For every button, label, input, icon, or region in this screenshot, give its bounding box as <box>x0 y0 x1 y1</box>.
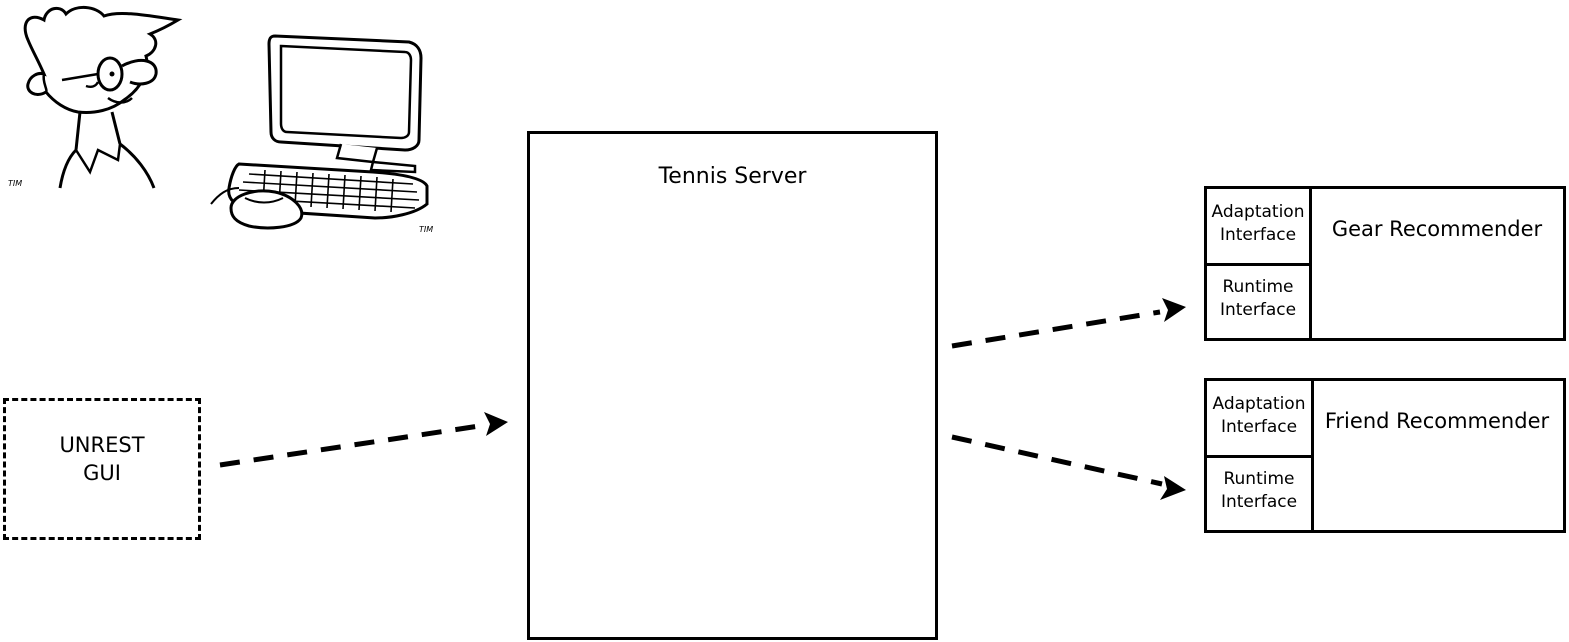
arrow-server-to-friend <box>951 434 1163 487</box>
friend-adaptation-line1: Adaptation <box>1212 394 1306 414</box>
unrest-gui-box: UNREST GUI <box>3 398 201 540</box>
friend-runtime-label: Runtime Interface <box>1207 468 1311 514</box>
friend-adaptation-label: Adaptation Interface <box>1207 393 1311 439</box>
gear-adaptation-interface: Adaptation Interface <box>1204 186 1312 266</box>
gear-adaptation-line2: Interface <box>1219 224 1297 245</box>
unrest-gui-label-line2: GUI <box>83 461 121 486</box>
gear-adaptation-label: Adaptation Interface <box>1207 201 1309 247</box>
gear-runtime-line1: Runtime <box>1222 277 1294 297</box>
arrow-client-to-server <box>219 422 487 468</box>
arrowhead-server-to-friend <box>1160 476 1186 500</box>
svg-text:TIM: TIM <box>419 225 433 234</box>
unrest-gui-label-line1: UNREST <box>59 433 145 457</box>
friend-runtime-interface: Runtime Interface <box>1204 455 1314 533</box>
gear-runtime-interface: Runtime Interface <box>1204 263 1312 341</box>
gear-adaptation-line1: Adaptation <box>1211 202 1305 222</box>
gear-runtime-line2: Interface <box>1219 299 1297 320</box>
tennis-server-box: Tennis Server <box>527 131 938 640</box>
friend-runtime-line1: Runtime <box>1223 469 1295 489</box>
friend-runtime-line2: Interface <box>1220 491 1298 512</box>
arrowhead-client-to-server <box>484 412 508 436</box>
computer-clipart: TIM <box>210 34 433 234</box>
friend-adaptation-interface: Adaptation Interface <box>1204 378 1314 458</box>
arrow-server-to-gear <box>951 309 1161 349</box>
gear-recommender-title: Gear Recommender <box>1331 217 1543 241</box>
tennis-server-title: Tennis Server <box>658 164 807 189</box>
friend-recommender-title: Friend Recommender <box>1324 409 1550 433</box>
friend-adaptation-line2: Interface <box>1220 416 1298 437</box>
unrest-gui-label: UNREST GUI <box>6 431 198 488</box>
user-clipart: TIM <box>8 6 183 189</box>
arrowhead-server-to-gear <box>1162 298 1186 322</box>
gear-runtime-label: Runtime Interface <box>1207 276 1309 322</box>
svg-text:TIM: TIM <box>8 179 22 188</box>
